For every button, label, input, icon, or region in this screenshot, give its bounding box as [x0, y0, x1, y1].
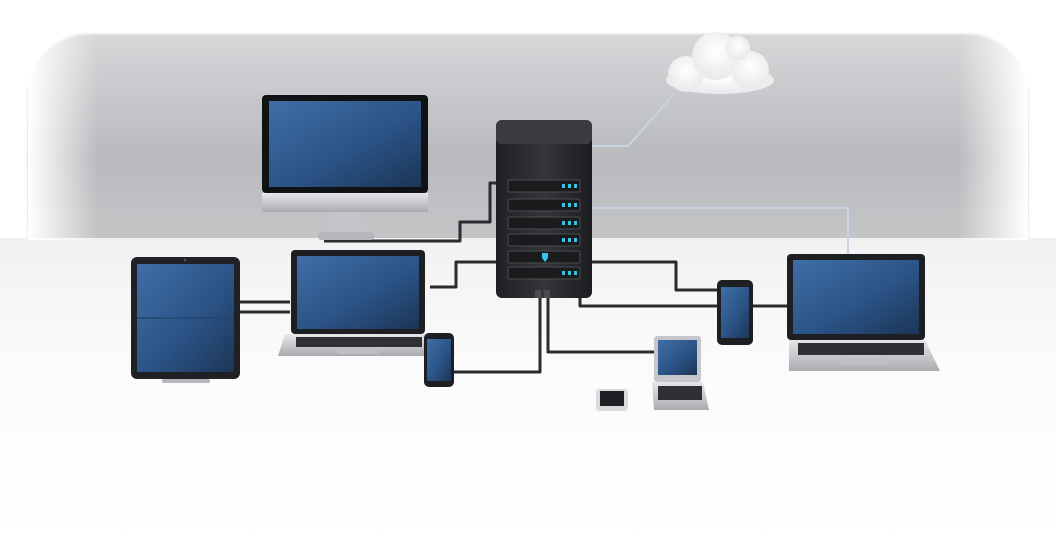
cloud-uplink-line [590, 93, 675, 147]
cable-laptop-left [430, 260, 498, 289]
network-cables [240, 181, 790, 374]
server-port [544, 290, 550, 298]
laptop-icon [278, 250, 441, 356]
tablet-icon [131, 257, 240, 383]
desktop-screen [269, 101, 421, 187]
laptop-right-screen [793, 260, 919, 334]
laptop-left-screen [297, 256, 419, 329]
wall-fade-right [958, 34, 1028, 240]
smartphone-icon [717, 280, 753, 345]
smartphone-icon [424, 333, 454, 387]
wall-fade-left [28, 34, 98, 240]
server-port [535, 290, 541, 298]
cable-phone-left [454, 295, 542, 374]
desktop-monitor-icon [262, 95, 428, 240]
cable-phone-right [590, 260, 718, 292]
shield-icon [542, 253, 548, 262]
wifi-link-line [592, 207, 849, 258]
mini-laptop-icon [652, 336, 709, 410]
cable-laptop-right [578, 295, 790, 308]
smartphone-icon [596, 389, 628, 411]
server-drive-bays [507, 179, 581, 280]
cable-mini-laptop [546, 295, 654, 354]
server-tower-icon [496, 120, 592, 298]
laptop-left-keyboard [296, 337, 422, 347]
cable-desktop [324, 181, 498, 243]
cloud-icon [666, 32, 774, 94]
laptop-right-keyboard [798, 343, 924, 355]
server-status-leds [562, 184, 577, 275]
laptop-icon [787, 254, 940, 371]
